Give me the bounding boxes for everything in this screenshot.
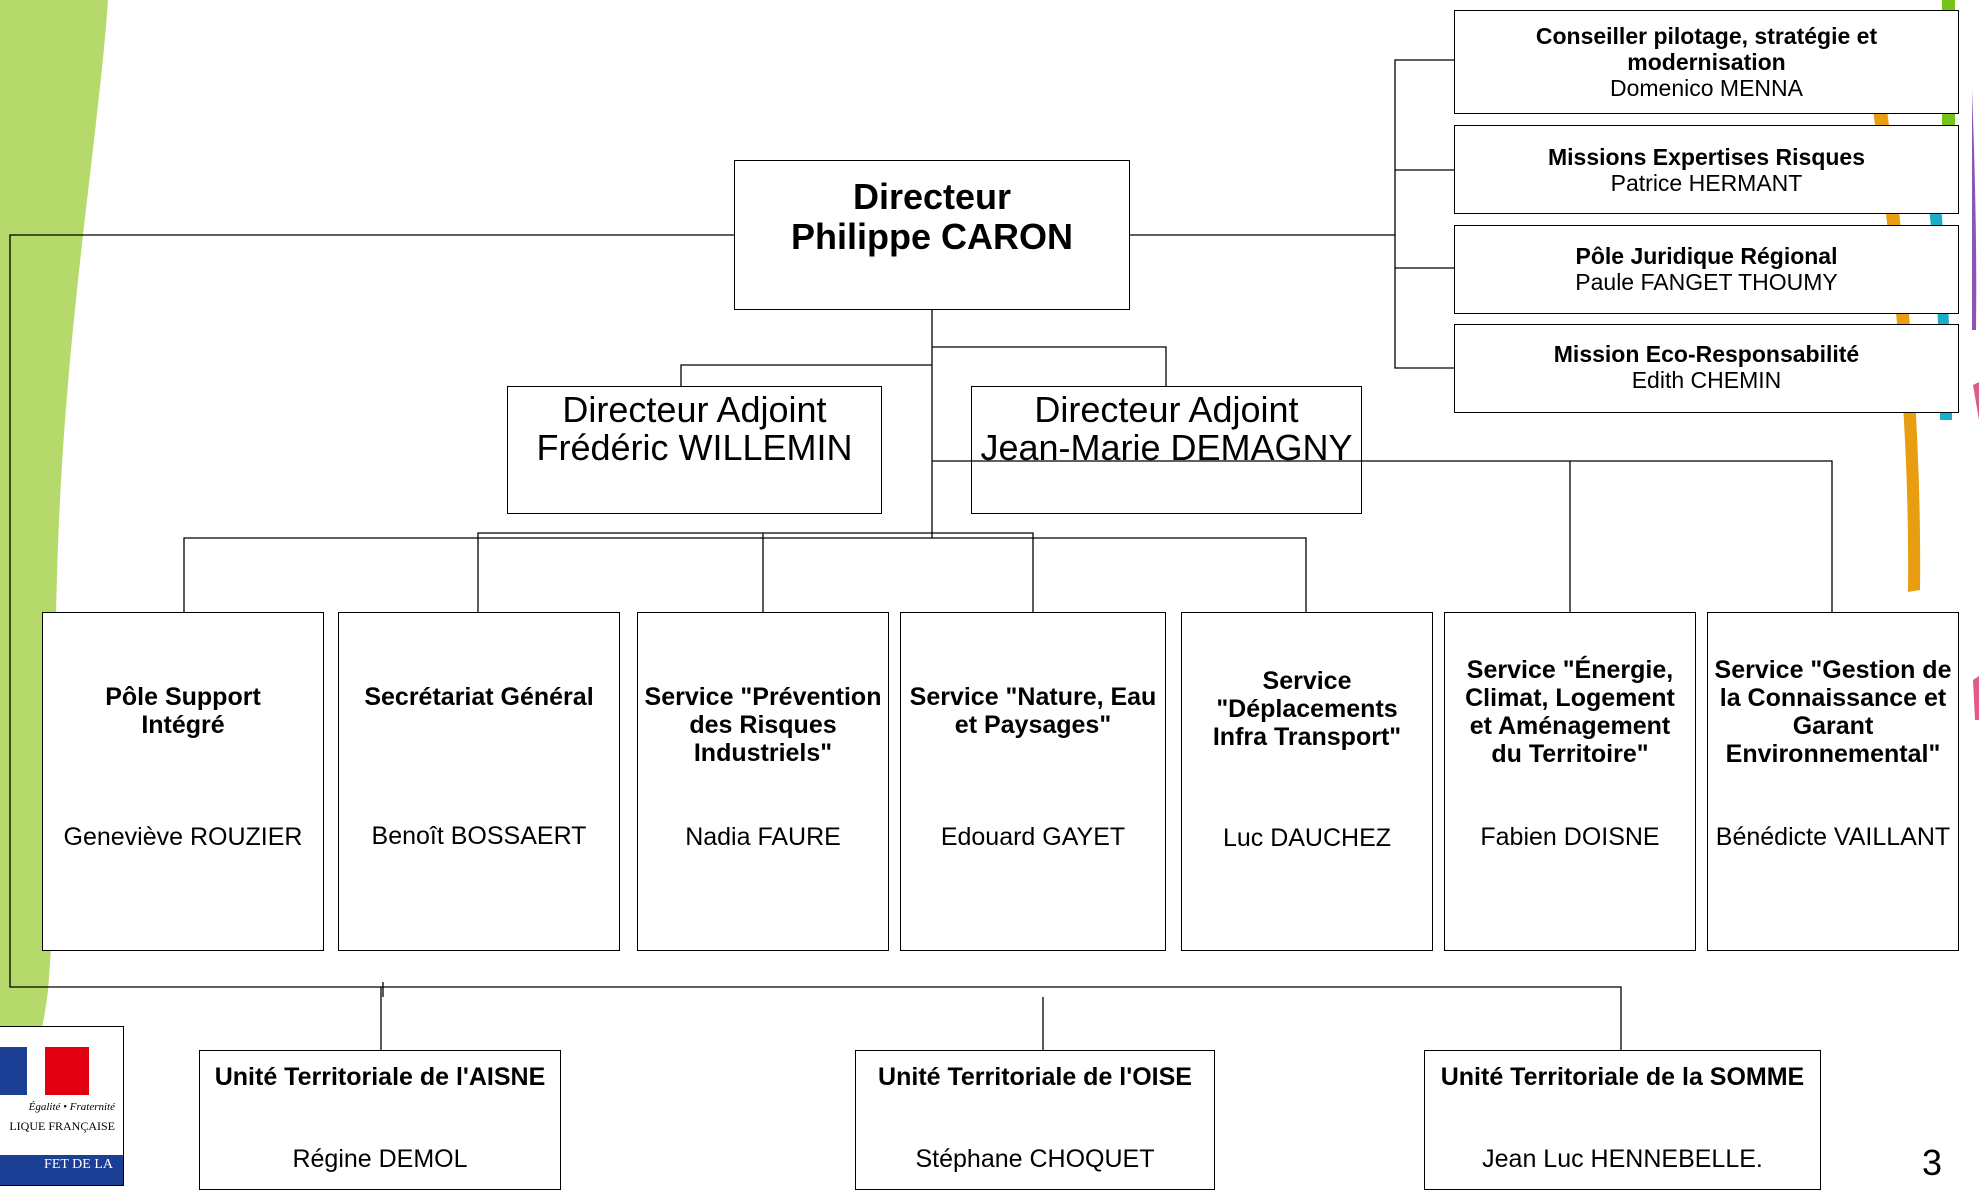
director-name: Philippe CARON — [790, 216, 1073, 257]
territorial-unit-head-name: Régine DEMOL — [292, 1145, 468, 1173]
service-title: Pôle Support Intégré — [105, 683, 261, 739]
green-leaf-shape — [0, 0, 108, 1140]
territorial-unit-somme: Unité Territoriale de la SOMME Jean Luc … — [1424, 1050, 1821, 1190]
side-unit-missions-risques: Missions Expertises Risques Patrice HERM… — [1454, 125, 1959, 214]
service-head-name: Nadia FAURE — [685, 823, 841, 851]
logo-prefecture-text: FET DE LA — [0, 1155, 123, 1185]
territorial-unit-aisne: Unité Territoriale de l'AISNE Régine DEM… — [199, 1050, 561, 1190]
territorial-unit-title: Unité Territoriale de l'OISE — [878, 1063, 1192, 1091]
deputy-name: Jean-Marie DEMAGNY — [980, 427, 1353, 468]
territorial-unit-head-name: Stéphane CHOQUET — [915, 1145, 1155, 1173]
side-unit-name: Domenico MENNA — [1610, 75, 1803, 101]
territorial-unit-title: Unité Territoriale de l'AISNE — [214, 1063, 546, 1091]
side-unit-name: Paule FANGET THOUMY — [1575, 269, 1838, 295]
territorial-unit-title: Unité Territoriale de la SOMME — [1440, 1063, 1805, 1091]
orange-bar — [1872, 102, 1921, 592]
service-title: Service "Gestion de la Connaissance et G… — [1714, 656, 1952, 768]
service-head-name: Bénédicte VAILLANT — [1715, 823, 1951, 851]
deputy-box-1: Directeur Adjoint Frédéric WILLEMIN — [507, 386, 882, 514]
service-title: Service "Déplacements Infra Transport" — [1212, 667, 1402, 751]
service-box-secretariat: Secrétariat Général Benoît BOSSAERT — [338, 612, 620, 951]
territorial-unit-oise: Unité Territoriale de l'OISE Stéphane CH… — [855, 1050, 1215, 1190]
deputy-box-2: Directeur Adjoint Jean-Marie DEMAGNY — [971, 386, 1362, 514]
service-head-name: Benoît BOSSAERT — [371, 822, 587, 850]
side-unit-juridique: Pôle Juridique Régional Paule FANGET THO… — [1454, 225, 1959, 314]
service-box-support: Pôle Support Intégré Geneviève ROUZIER — [42, 612, 324, 951]
service-title: Secrétariat Général — [364, 683, 594, 711]
logo-flag-blue — [0, 1047, 27, 1095]
director-box: Directeur Philippe CARON — [734, 160, 1130, 310]
service-box-gestion: Service "Gestion de la Connaissance et G… — [1707, 612, 1959, 951]
territorial-unit-head-name: Jean Luc HENNEBELLE. — [1482, 1145, 1763, 1173]
side-unit-title: Missions Expertises Risques — [1547, 144, 1865, 170]
logo-motto: Égalité • Fraternité — [28, 1101, 115, 1113]
service-title: Service "Prévention des Risques Industri… — [644, 683, 882, 767]
purple-bar — [1972, 90, 1977, 330]
service-box-nature: Service "Nature, Eau et Paysages" Edouar… — [900, 612, 1166, 951]
service-head-name: Edouard GAYET — [940, 823, 1126, 851]
side-unit-title: Pôle Juridique Régional — [1575, 243, 1838, 269]
deputy-title: Directeur Adjoint — [1034, 389, 1299, 430]
deputy-title: Directeur Adjoint — [562, 389, 827, 430]
side-unit-name: Edith CHEMIN — [1631, 367, 1782, 393]
side-unit-name: Patrice HERMANT — [1610, 170, 1803, 196]
service-title: Service "Nature, Eau et Paysages" — [909, 683, 1157, 739]
side-unit-title: Mission Eco-Responsabilité — [1553, 341, 1860, 367]
director-title: Directeur — [852, 176, 1012, 217]
service-box-deplacements: Service "Déplacements Infra Transport" L… — [1181, 612, 1433, 951]
deputy-name: Frédéric WILLEMIN — [536, 427, 853, 468]
logo-republic-text: LIQUE FRANÇAISE — [9, 1119, 115, 1133]
service-head-name: Fabien DOISNE — [1480, 823, 1660, 851]
side-unit-eco: Mission Eco-Responsabilité Edith CHEMIN — [1454, 324, 1959, 413]
pink-mark — [1973, 382, 1979, 720]
service-head-name: Luc DAUCHEZ — [1222, 824, 1392, 852]
service-head-name: Geneviève ROUZIER — [63, 823, 303, 851]
side-unit-title: Conseiller pilotage, stratégie et modern… — [1535, 23, 1878, 75]
page-number: 3 — [1922, 1142, 1943, 1183]
side-unit-conseiller: Conseiller pilotage, stratégie et modern… — [1454, 10, 1959, 114]
service-box-energie: Service "Énergie, Climat, Logement et Am… — [1444, 612, 1696, 951]
republique-francaise-logo: Égalité • Fraternité LIQUE FRANÇAISE FET… — [0, 1026, 124, 1186]
logo-flag-red — [45, 1047, 89, 1095]
service-title: Service "Énergie, Climat, Logement et Am… — [1465, 656, 1675, 768]
service-box-prevention: Service "Prévention des Risques Industri… — [637, 612, 889, 951]
